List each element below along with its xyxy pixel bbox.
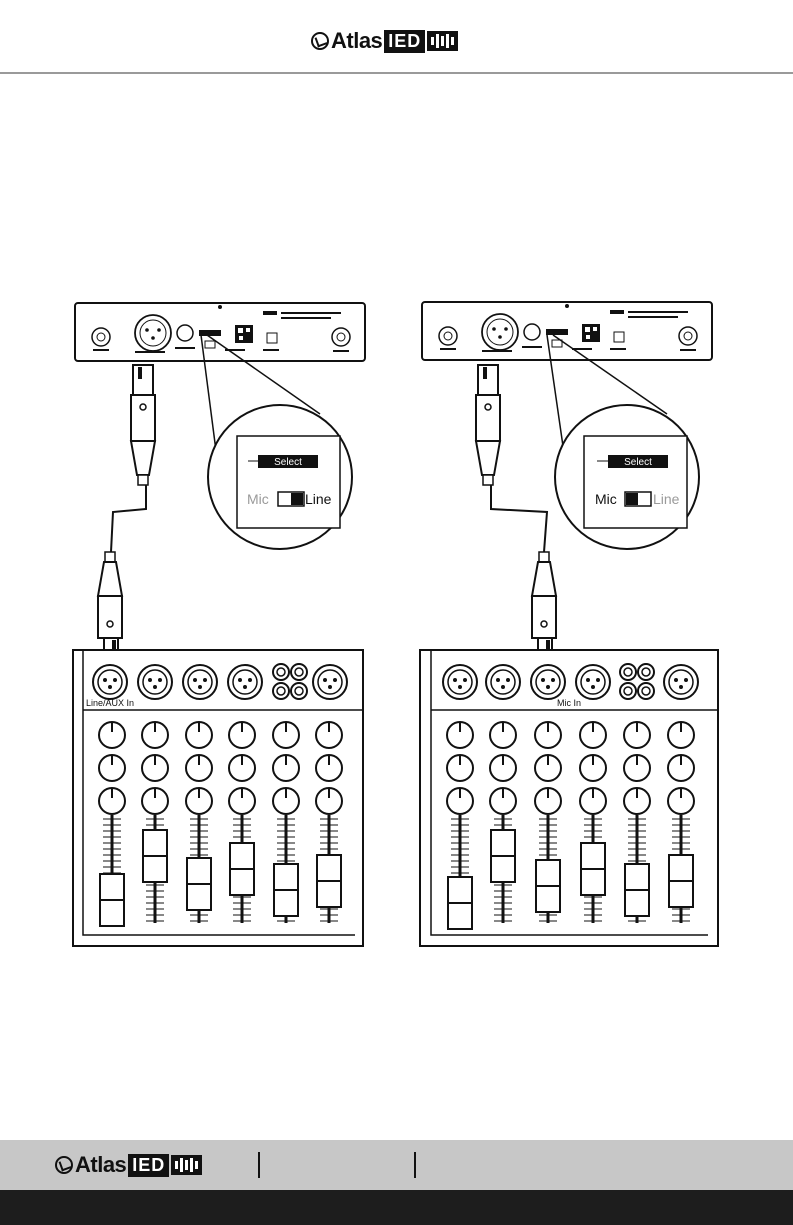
footer-logo-mark-icon: [55, 1156, 73, 1174]
footer-logo-bars-icon: [171, 1155, 202, 1175]
atlasied-logo: Atlas IED: [311, 28, 458, 54]
page-header: Atlas IED: [0, 0, 793, 74]
receiver-rear-panel-right: [422, 302, 712, 360]
footer-separator-1: [258, 1152, 260, 1178]
cable-right: [491, 485, 547, 552]
footer-logo-word: Atlas: [75, 1152, 126, 1178]
line-label-right: Line: [653, 491, 680, 507]
select-label-left: Select: [274, 457, 302, 468]
mic-label-right: Mic: [595, 491, 617, 507]
mixer-input-label-right: Mic In: [557, 698, 581, 708]
cable-left: [111, 485, 146, 552]
footer-logo-ied: IED: [128, 1154, 169, 1177]
left-setup: Select Mic Line Line/AUX In: [73, 303, 365, 946]
mic-label-left: Mic: [247, 491, 269, 507]
logo-ied: IED: [384, 30, 425, 53]
logo-bars-icon: [427, 31, 458, 51]
xlr-female-plug-right: [476, 365, 500, 485]
mixer-input-label-left: Line/AUX In: [86, 698, 134, 708]
logo-word: Atlas: [331, 28, 382, 54]
right-setup: Select Mic Line Mic In: [420, 302, 718, 946]
receiver-rear-panel-left: [75, 303, 365, 361]
xlr-male-plug-right: [532, 552, 556, 656]
footer-bar: [0, 1190, 793, 1225]
select-label-right: Select: [624, 457, 652, 468]
xlr-female-plug-left: [131, 365, 155, 485]
connection-diagram: Select Mic Line Line/AUX In Sele: [0, 290, 793, 960]
logo-mark-icon: [311, 32, 329, 50]
line-label-left: Line: [305, 491, 332, 507]
header-divider: [0, 72, 793, 74]
footer-atlasied-logo: Atlas IED: [55, 1152, 202, 1178]
footer-separator-2: [414, 1152, 416, 1178]
xlr-male-plug-left: [98, 552, 122, 656]
